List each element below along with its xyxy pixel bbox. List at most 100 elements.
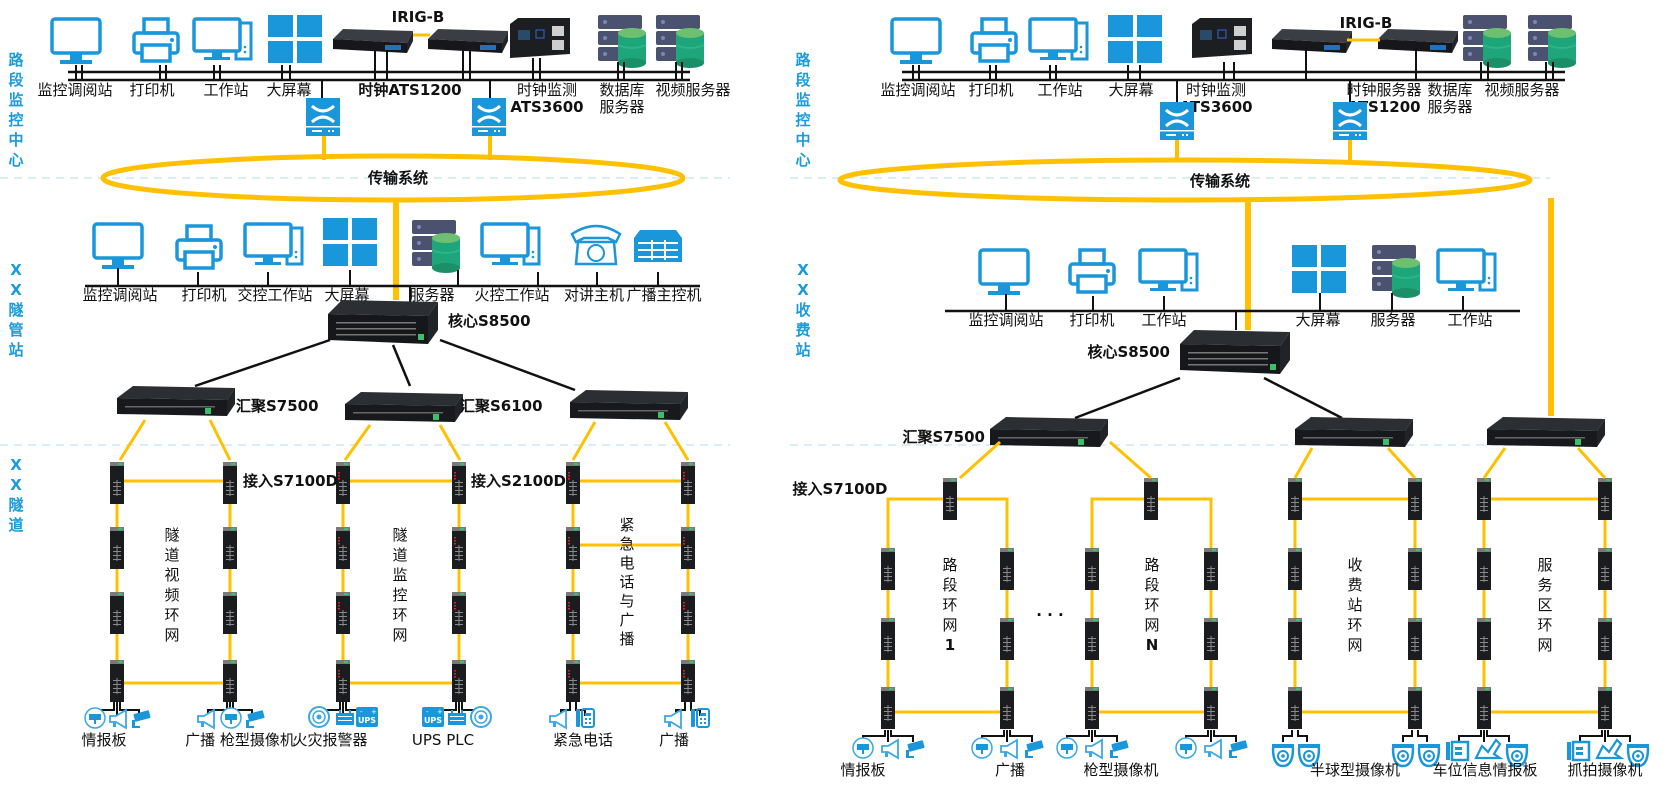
device-label: 时钟ATS1200 — [358, 81, 461, 99]
speaker-icon — [1000, 739, 1018, 759]
label-char: X — [10, 261, 22, 279]
clock-monitor-icon — [509, 17, 571, 59]
database-server-icon — [411, 219, 461, 274]
label-char: 环 — [1537, 616, 1552, 634]
device-label: 大屏幕 — [266, 81, 311, 99]
label-char: 段 — [795, 71, 810, 89]
access-switch-icon — [223, 527, 237, 569]
ring-uplink — [663, 421, 690, 461]
endpoint-label: UPS PLC — [412, 731, 474, 749]
speaker-icon — [664, 709, 682, 729]
endpoint-link — [1297, 730, 1308, 742]
monitor-icon — [92, 222, 144, 271]
access-switch-icon — [1408, 687, 1422, 729]
ring-link — [1158, 497, 1213, 548]
ring-uplink — [571, 421, 597, 461]
access-switch-icon — [1288, 548, 1302, 590]
label-char: 站 — [8, 341, 23, 359]
speaker-icon — [881, 739, 899, 759]
uplink-line — [1263, 376, 1343, 420]
device-label: 服务器 — [1427, 98, 1472, 116]
label-char: 心 — [8, 151, 23, 169]
label-char: 段 — [1144, 576, 1159, 594]
ring-uplink — [208, 419, 232, 461]
label-char: 心 — [795, 151, 810, 169]
access-switch-icon — [1085, 548, 1099, 590]
access-switch-icon — [1598, 687, 1612, 729]
endpoint-label: 车位信息情报板 — [1432, 761, 1537, 779]
access-switch-icon — [1477, 478, 1491, 520]
device-label: 监控调阅站 — [880, 81, 955, 99]
ring-uplink — [1293, 447, 1314, 479]
endpoint-link — [1213, 730, 1237, 742]
device-label: 打印机 — [129, 81, 174, 99]
endpoint-link — [1094, 730, 1118, 742]
device-label: 监控调阅站 — [37, 81, 112, 99]
access-switch-icon — [1204, 548, 1218, 590]
label-char: X — [10, 281, 22, 299]
endpoint-link — [1579, 730, 1603, 742]
speaker-icon — [197, 709, 215, 729]
clock-monitor-icon — [1191, 17, 1253, 59]
endpoint-link — [1486, 730, 1510, 742]
label-char: 网 — [392, 626, 407, 644]
access-switch-icon — [223, 592, 237, 634]
video-server-icon — [655, 14, 705, 69]
device-label: 服务器 — [1370, 311, 1415, 329]
label-char: 视 — [164, 566, 179, 584]
clock-server-icon — [1272, 29, 1352, 53]
label-char: 道 — [8, 516, 23, 534]
access-switch-icon — [681, 660, 695, 702]
plc-icon — [448, 710, 466, 725]
info-board-icon — [1175, 737, 1197, 759]
access-switch-icon — [566, 462, 580, 504]
label-char: 监 — [392, 566, 407, 584]
device-label: 工作站 — [1037, 81, 1082, 99]
access-switch-icon — [223, 462, 237, 504]
gun-camera-icon — [1229, 740, 1248, 758]
network-switch-icon — [1331, 100, 1369, 142]
label-char: 环 — [942, 596, 957, 614]
uplink-line — [1074, 376, 1181, 420]
printer-icon — [970, 17, 1018, 63]
access-switch-icon — [110, 592, 124, 634]
endpoint-link — [1282, 730, 1293, 742]
endpoint-link — [1417, 730, 1428, 742]
aggregation-switch-icon — [345, 392, 463, 422]
parking-info-board-icon — [1444, 740, 1470, 762]
label-char: 段 — [8, 71, 23, 89]
device-label: 视频服务器 — [655, 81, 730, 99]
printer-icon — [1068, 248, 1116, 294]
printer-icon — [132, 17, 180, 63]
device-label: 打印机 — [1069, 311, 1114, 329]
access-switch-icon — [1598, 478, 1612, 520]
access-switch-icon — [943, 478, 957, 520]
endpoint-label: 枪型摄像机 — [1083, 761, 1158, 779]
label-char: 与 — [619, 592, 634, 610]
device-label: 监控调阅站 — [82, 286, 157, 304]
endpoint-label: 半球型摄像机 — [1310, 761, 1400, 779]
label-char: 频 — [164, 586, 179, 604]
label-char: 隧 — [392, 526, 407, 544]
access-switch-icon — [336, 527, 350, 569]
workstation-icon — [1436, 248, 1497, 293]
label-char: 务 — [1537, 576, 1552, 594]
ring-link — [886, 497, 943, 548]
access-switch-icon — [1288, 618, 1302, 660]
access-switch-icon — [1204, 618, 1218, 660]
ring-link — [1090, 497, 1144, 548]
clock-server-icon — [333, 29, 413, 53]
label-char: 收 — [1347, 556, 1362, 574]
workstation-icon — [1028, 17, 1089, 62]
ellipsis: · · · — [1036, 606, 1064, 624]
ring-link — [957, 497, 1009, 548]
access-switch-icon — [452, 527, 466, 569]
ups-icon — [422, 707, 444, 727]
label-char: 急 — [619, 535, 634, 553]
label-char: 监 — [795, 91, 810, 109]
